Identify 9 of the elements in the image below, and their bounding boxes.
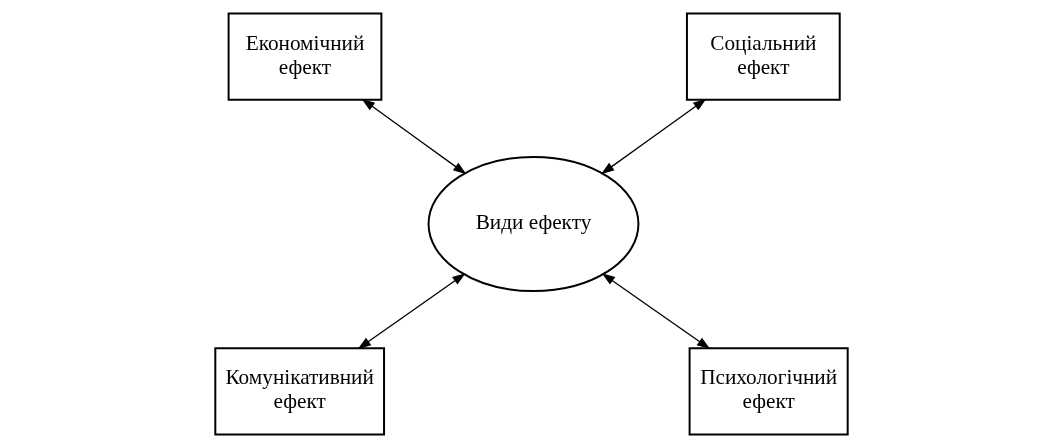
node-box: Психологічний ефект: [688, 347, 849, 436]
node-box: Соціальний ефект: [685, 12, 841, 101]
arrow: [361, 98, 466, 175]
arrow: [600, 98, 706, 175]
arrow: [601, 273, 710, 350]
node-box: Комунікативний ефект: [213, 347, 385, 436]
node-ellipse: Види ефекту: [427, 155, 639, 293]
node-box: Економічний ефект: [227, 12, 382, 101]
arrow: [357, 273, 466, 350]
